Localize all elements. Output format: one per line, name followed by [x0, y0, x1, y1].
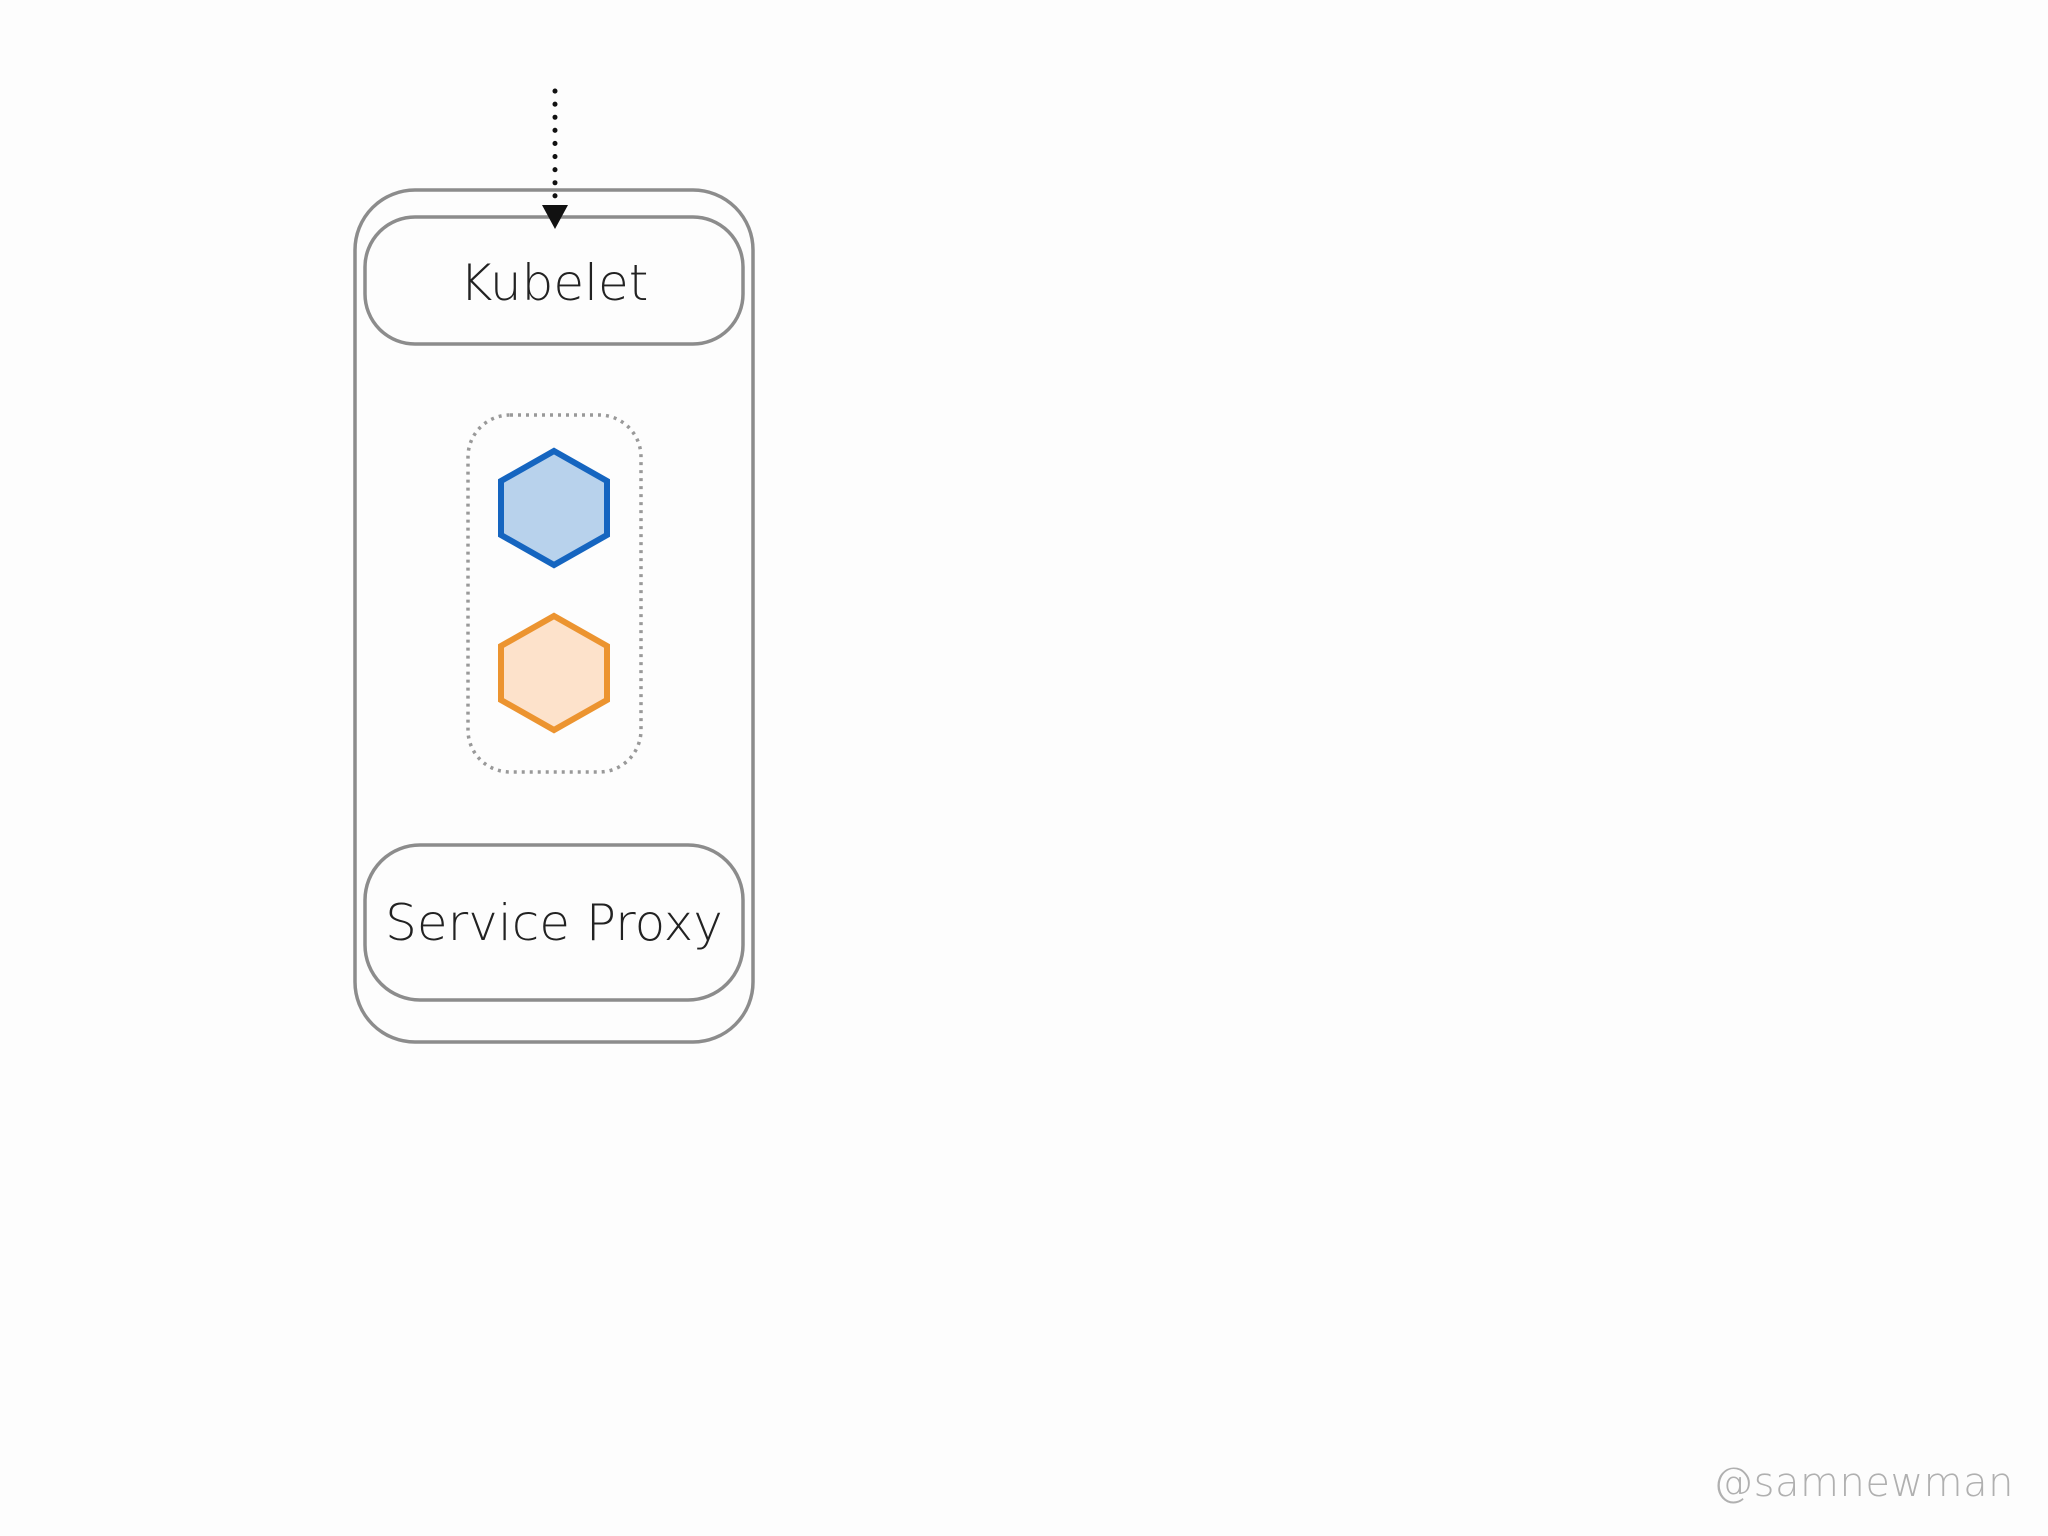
orange-hexagon-icon: [498, 612, 610, 734]
kubelet-label: Kubelet: [460, 254, 649, 312]
service-proxy-box: Service Proxy: [363, 843, 745, 1002]
blue-hexagon-icon: [498, 447, 610, 569]
kubelet-box: Kubelet: [363, 215, 745, 346]
pod-box: [466, 413, 643, 774]
incoming-arrow: [542, 88, 568, 229]
node-box: [353, 188, 755, 1044]
service-proxy-box-outline: [363, 843, 745, 1002]
author-watermark: @samnewman: [1713, 1460, 2014, 1506]
pod-outline: [466, 413, 643, 774]
arrow-head-icon: [542, 205, 568, 229]
service-proxy-label: Service Proxy: [385, 894, 723, 952]
